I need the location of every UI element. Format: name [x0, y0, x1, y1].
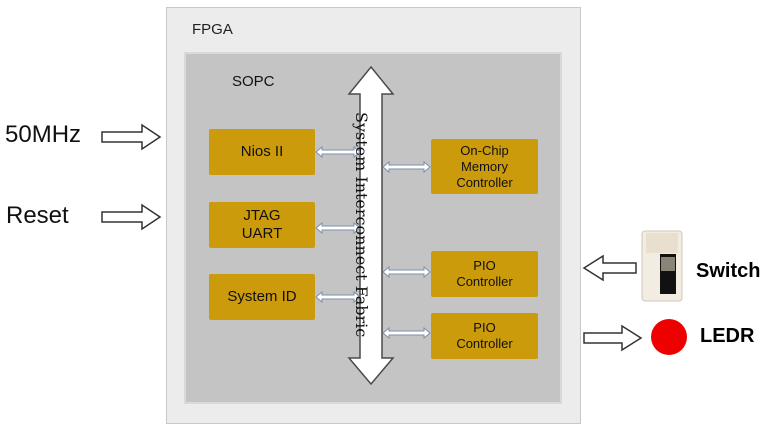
switch-icon — [641, 230, 683, 302]
reset-label: Reset — [6, 202, 69, 229]
fpga-title: FPGA — [192, 21, 233, 38]
led-icon — [651, 319, 687, 355]
pio-block-2: PIO Controller — [431, 313, 538, 359]
nios-block: Nios II — [209, 129, 315, 175]
sysid-block: System ID — [209, 274, 315, 320]
pio1-bus-link — [382, 265, 431, 279]
pio2-bus-link — [382, 326, 431, 340]
sopc-title: SOPC — [232, 73, 275, 90]
nios-bus-link — [315, 145, 361, 159]
bus-label: System Interconnect Fabric — [352, 112, 371, 338]
switch-input-arrow — [582, 254, 637, 282]
ledr-output-arrow — [583, 324, 643, 352]
reset-input-arrow — [101, 203, 162, 231]
jtag-block: JTAG UART — [209, 202, 315, 248]
pio-block-1: PIO Controller — [431, 251, 538, 297]
onchip-bus-link — [382, 160, 431, 174]
jtag-bus-link — [315, 221, 361, 235]
clock-input-arrow — [101, 123, 162, 151]
onchip-memory-block: On-Chip Memory Controller — [431, 139, 538, 194]
clock-label: 50MHz — [5, 121, 82, 148]
bus-arrow — [347, 65, 395, 386]
switch-label: Switch — [696, 260, 761, 282]
sysid-bus-link — [315, 290, 361, 304]
ledr-label: LEDR — [700, 325, 755, 347]
